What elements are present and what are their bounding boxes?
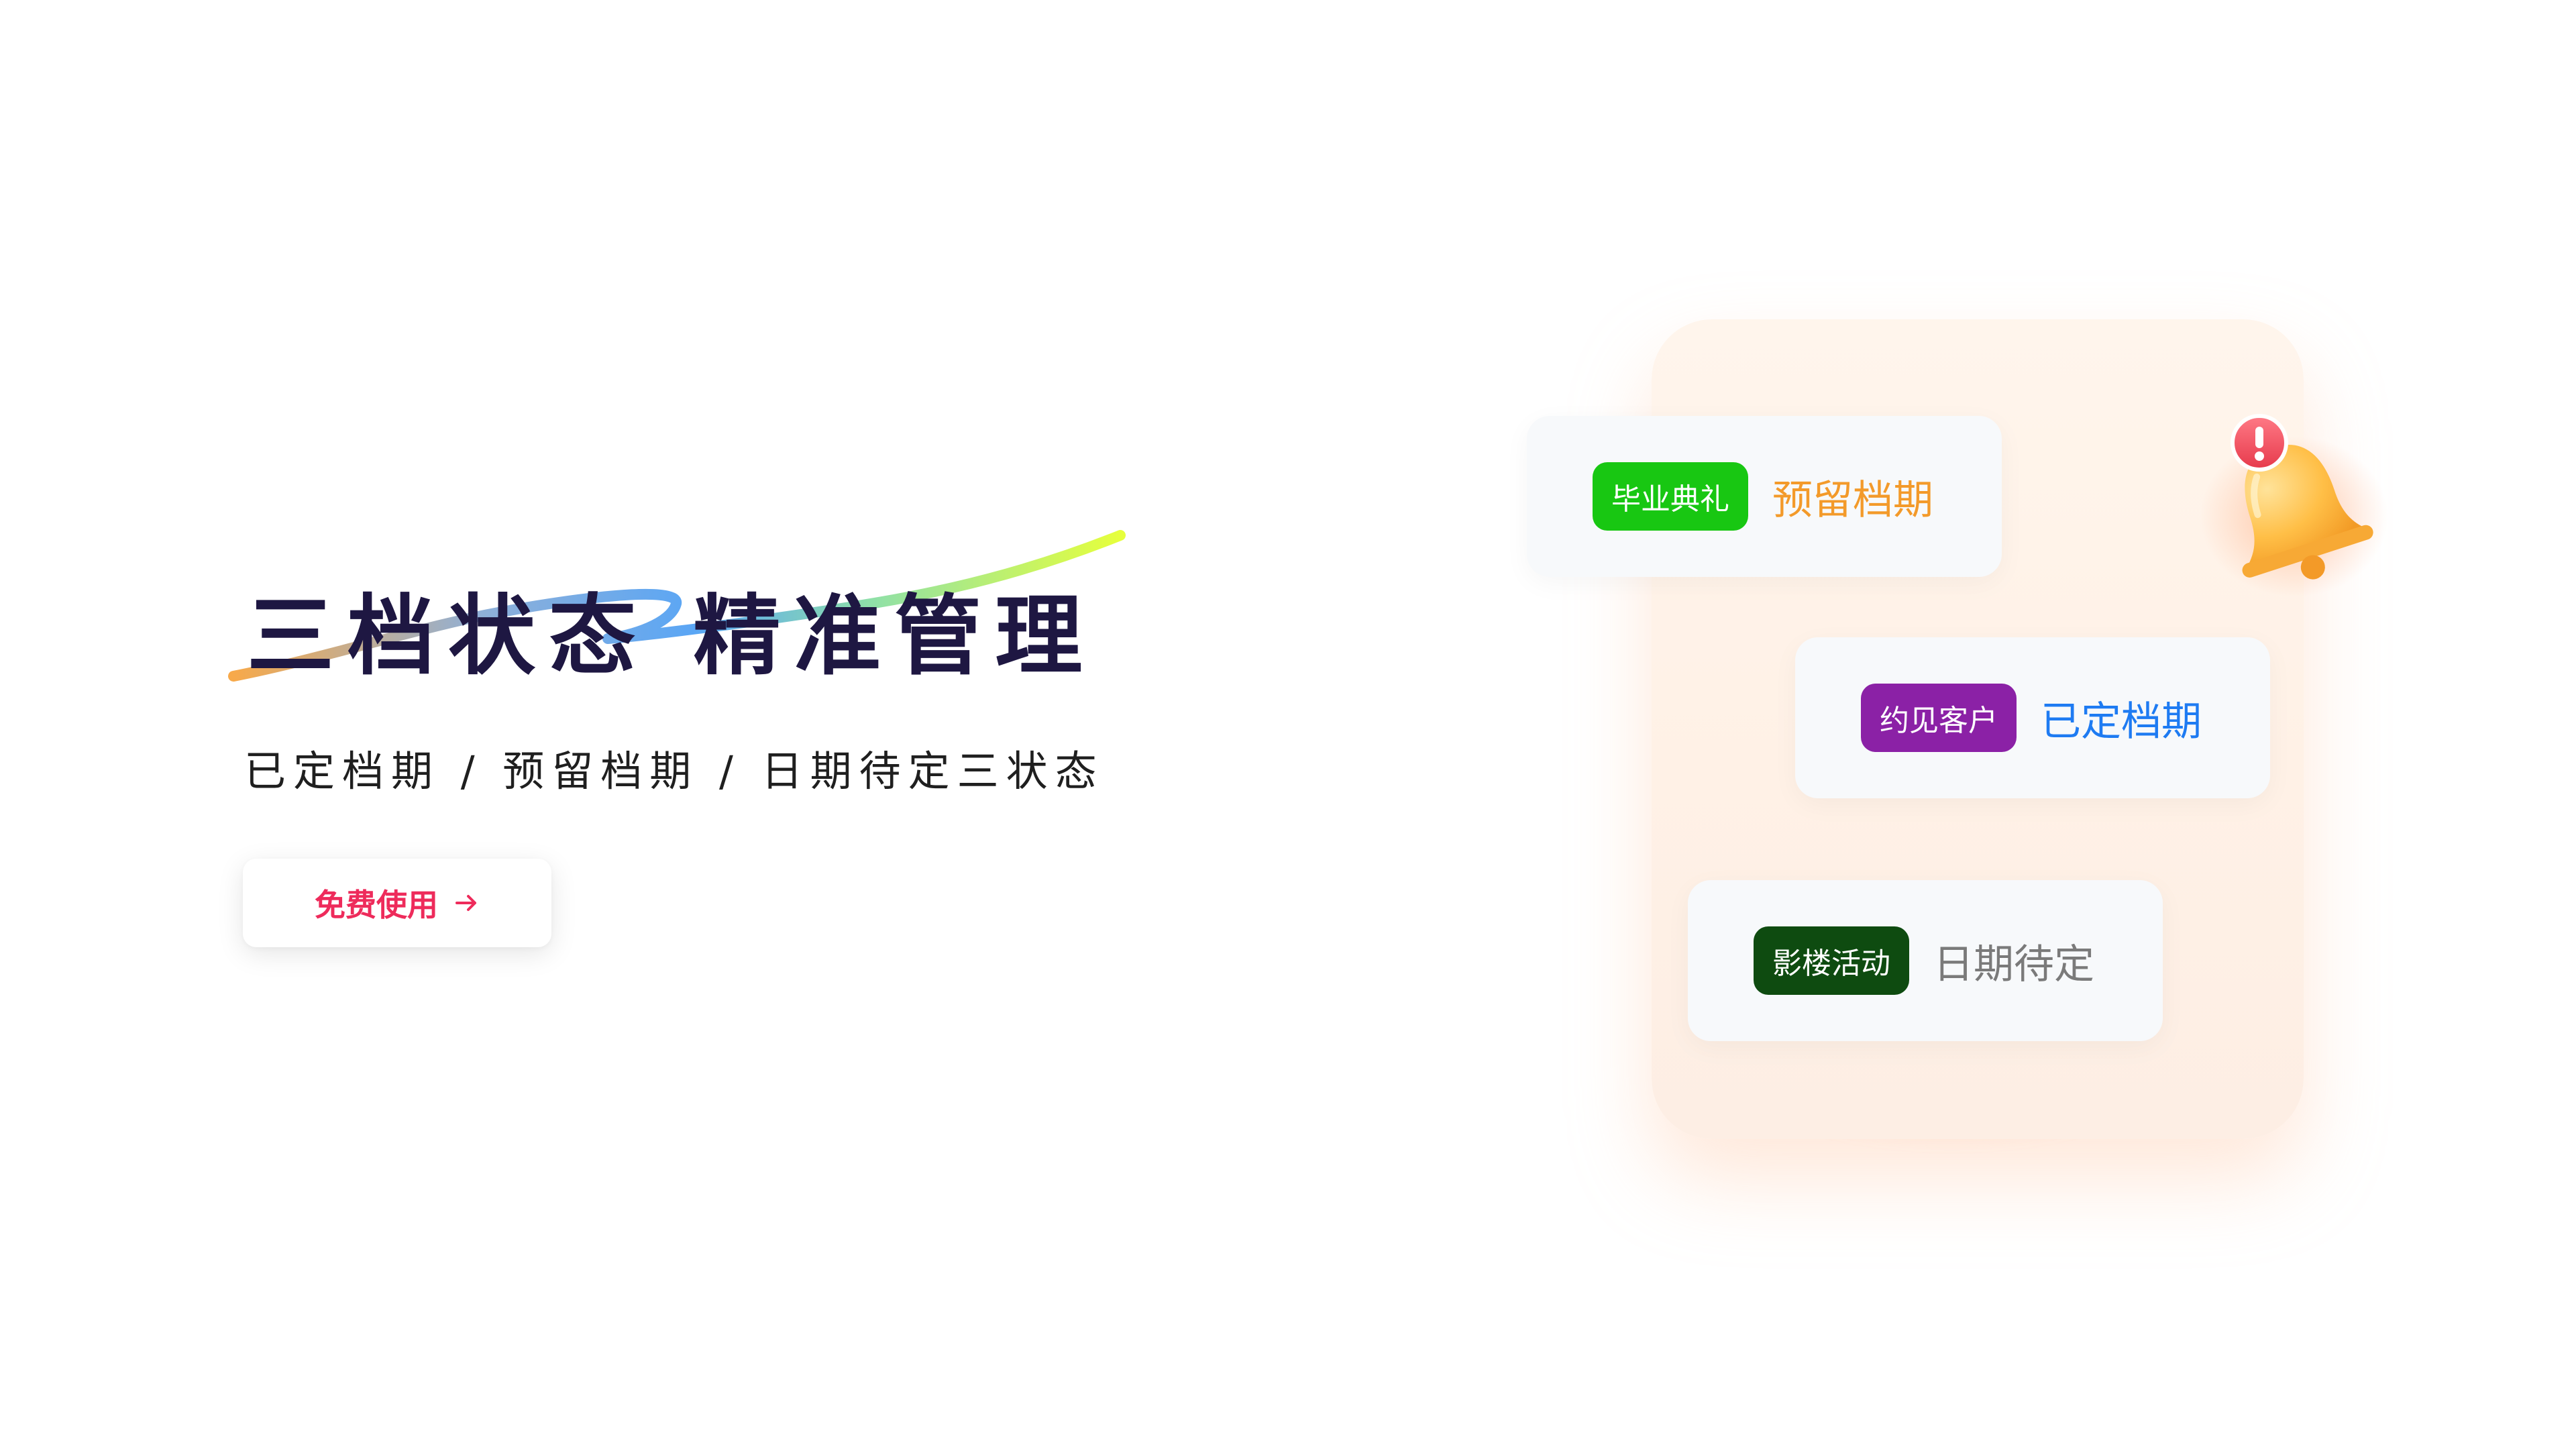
status-label: 已定档期 [2041,698,2202,745]
status-label: 预留档期 [1772,476,1933,524]
event-tag: 约见客户 [1861,684,2017,752]
hero-title-group: 三档状态 精准管理 [228,517,1167,718]
status-label: 日期待定 [1933,941,2094,988]
free-trial-button[interactable]: 免费使用 [243,859,551,947]
exclamation-icon [2231,414,2288,472]
notification-bell-icon [2200,414,2388,597]
hero-title: 三档状态 精准管理 [247,585,1096,687]
status-row-confirmed: 约见客户 已定档期 [1795,637,2270,798]
event-tag: 毕业典礼 [1593,462,1748,531]
decorative-scribble [228,530,1126,682]
arrow-right-icon [455,895,476,911]
status-row-pending: 影楼活动 日期待定 [1688,880,2163,1041]
free-trial-button-label: 免费使用 [315,887,438,923]
event-tag: 影楼活动 [1754,926,1909,995]
status-row-reserved: 毕业典礼 预留档期 [1527,416,2002,577]
hero-subtitle: 已定档期 / 预留档期 / 日期待定三状态 [244,747,1104,796]
